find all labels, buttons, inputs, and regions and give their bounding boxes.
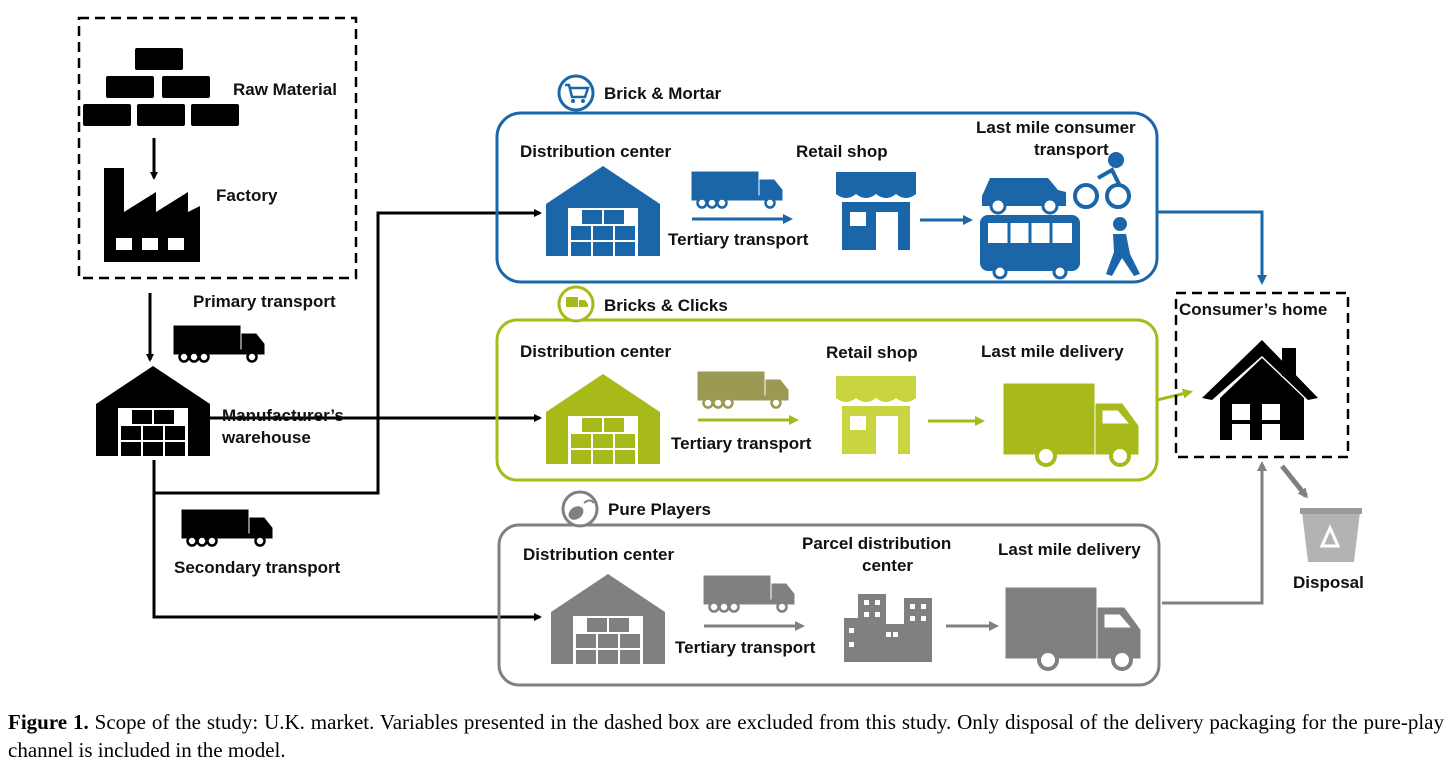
secondary-truck-icon — [180, 508, 274, 547]
warehouse-label-line2: warehouse — [222, 428, 311, 447]
connector-to-pure-players — [152, 493, 542, 621]
pedestrian-icon — [1106, 217, 1140, 276]
excluded-dashed-box — [77, 16, 358, 280]
home-to-disposal-arrow — [1280, 464, 1308, 499]
delivery-truck-icon — [557, 285, 595, 323]
pp-parcel-label-line1: Parcel distribution — [802, 534, 952, 553]
bm-to-home-arrow — [1157, 210, 1267, 285]
pp-transport-label: Tertiary transport — [675, 638, 816, 657]
warehouse-label-line1: Manufacturer’s — [222, 406, 344, 425]
bc-warehouse-icon — [546, 374, 660, 464]
factory-icon — [104, 168, 200, 262]
pp-warehouse-icon — [551, 574, 665, 664]
manufacturer-warehouse-icon — [96, 366, 210, 456]
bm-lastmile-label-line2: transport — [1034, 140, 1109, 159]
pp-to-home-arrow — [1162, 461, 1267, 605]
bm-truck-icon — [690, 170, 784, 209]
figure-label: Figure 1. — [8, 710, 89, 734]
connector-to-brick-mortar — [152, 209, 542, 495]
computer-mouse-icon — [561, 490, 599, 528]
bm-lastmile-label-line1: Last mile consumer — [976, 118, 1136, 137]
figure-caption-text: Scope of the study: U.K. market. Variabl… — [8, 710, 1445, 762]
supply-chain-diagram — [77, 16, 1362, 687]
car-icon — [982, 178, 1066, 215]
bm-retail-label: Retail shop — [796, 142, 888, 161]
bc-to-home-arrow — [1156, 388, 1193, 402]
recycle-bin-icon — [1300, 508, 1362, 562]
pp-parcel-label-line2: center — [862, 556, 914, 575]
bicycle-icon — [1073, 152, 1131, 209]
figure-caption: Figure 1. Scope of the study: U.K. marke… — [8, 708, 1444, 764]
raw-material-label: Raw Material — [233, 80, 337, 99]
bc-lastmile-label: Last mile delivery — [981, 342, 1124, 361]
secondary-transport-label: Secondary transport — [174, 558, 341, 577]
bc-retail-label: Retail shop — [826, 343, 918, 362]
bm-retail-shop-icon — [836, 172, 916, 250]
house-icon — [1202, 340, 1318, 440]
factory-label: Factory — [216, 186, 278, 205]
brick-mortar-panel — [495, 111, 1159, 284]
brick-mortar-title: Brick & Mortar — [604, 84, 722, 103]
pp-truck-icon — [702, 574, 796, 613]
bc-truck-icon — [696, 370, 790, 409]
bc-retail-shop-icon — [836, 376, 916, 454]
pp-delivery-truck-icon — [1004, 586, 1142, 671]
primary-transport-label: Primary transport — [193, 292, 336, 311]
bm-warehouse-icon — [546, 166, 660, 256]
bm-transport-label: Tertiary transport — [668, 230, 809, 249]
raw-material-icon — [83, 48, 239, 126]
bus-icon — [980, 215, 1080, 280]
primary-truck-icon — [172, 324, 266, 363]
pp-dc-label: Distribution center — [523, 545, 675, 564]
bm-dc-label: Distribution center — [520, 142, 672, 161]
bc-dc-label: Distribution center — [520, 342, 672, 361]
bc-delivery-truck-icon — [1002, 382, 1140, 467]
pure-players-panel — [497, 523, 1161, 687]
cart-icon — [557, 74, 595, 112]
disposal-label: Disposal — [1293, 573, 1364, 592]
consumer-home-box — [1174, 291, 1350, 459]
bc-transport-label: Tertiary transport — [671, 434, 812, 453]
parcel-center-buildings-icon — [844, 594, 932, 662]
pure-players-title: Pure Players — [608, 500, 712, 519]
bricks-clicks-title: Bricks & Clicks — [604, 296, 728, 315]
consumer-home-label: Consumer’s home — [1179, 300, 1328, 319]
pp-lastmile-label: Last mile delivery — [998, 540, 1141, 559]
